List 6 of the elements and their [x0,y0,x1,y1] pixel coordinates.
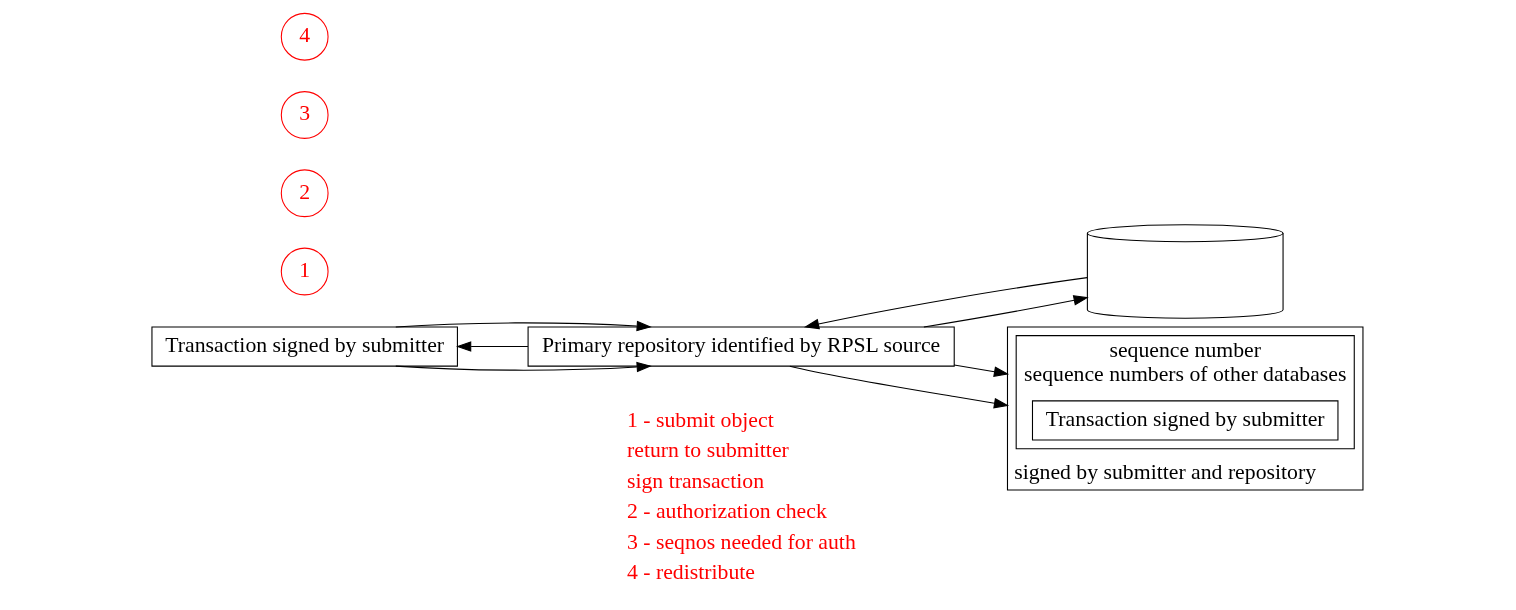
label: 3 - seqnos needed for auth [627,529,856,554]
label: 4 - redistribute [627,559,755,584]
label: sign transaction [627,468,765,493]
label: 2 - authorization check [627,498,827,523]
label: 1 - submit object [627,407,774,432]
label: return to submitter [627,437,789,462]
